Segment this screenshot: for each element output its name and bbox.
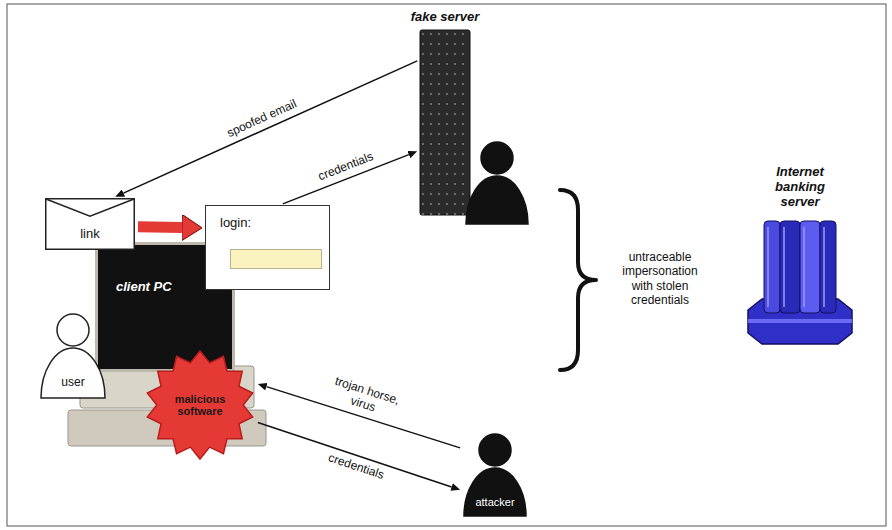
login-box: login: xyxy=(205,205,330,290)
arrow-connector xyxy=(123,61,417,193)
frame xyxy=(7,4,886,526)
attacker-figure-shape xyxy=(465,140,529,224)
edge-label: trojan horse, virus xyxy=(316,370,414,425)
node-label: login: xyxy=(220,215,251,230)
attacker-figure: attacker xyxy=(465,140,529,224)
node-label: malicious software xyxy=(163,393,237,417)
brace xyxy=(560,190,596,370)
user-figure: user xyxy=(40,312,106,398)
attacker-figure: attacker xyxy=(463,432,527,516)
node-label: link xyxy=(80,226,100,241)
bank-server-shape xyxy=(742,215,858,345)
server-tower-shape xyxy=(420,30,470,215)
server-tower: attackerfake server xyxy=(420,30,470,215)
node-heading: Internet banking server xyxy=(764,164,836,209)
node-label: user xyxy=(61,375,84,389)
email-envelope-shape xyxy=(45,198,135,250)
block-arrow xyxy=(138,221,182,233)
node-heading: fake server xyxy=(411,9,480,24)
input-field xyxy=(230,249,322,269)
malware-burst: malicious software xyxy=(145,350,255,460)
arrow-connector xyxy=(258,422,452,487)
note-label: untraceable impersonation with stolen cr… xyxy=(610,250,710,308)
email-envelope: link xyxy=(45,198,135,250)
node-label: attacker xyxy=(477,122,516,134)
bank-server: Internet banking server xyxy=(742,215,858,345)
node-label: attacker xyxy=(475,496,514,508)
node-label: client PC xyxy=(116,279,172,294)
